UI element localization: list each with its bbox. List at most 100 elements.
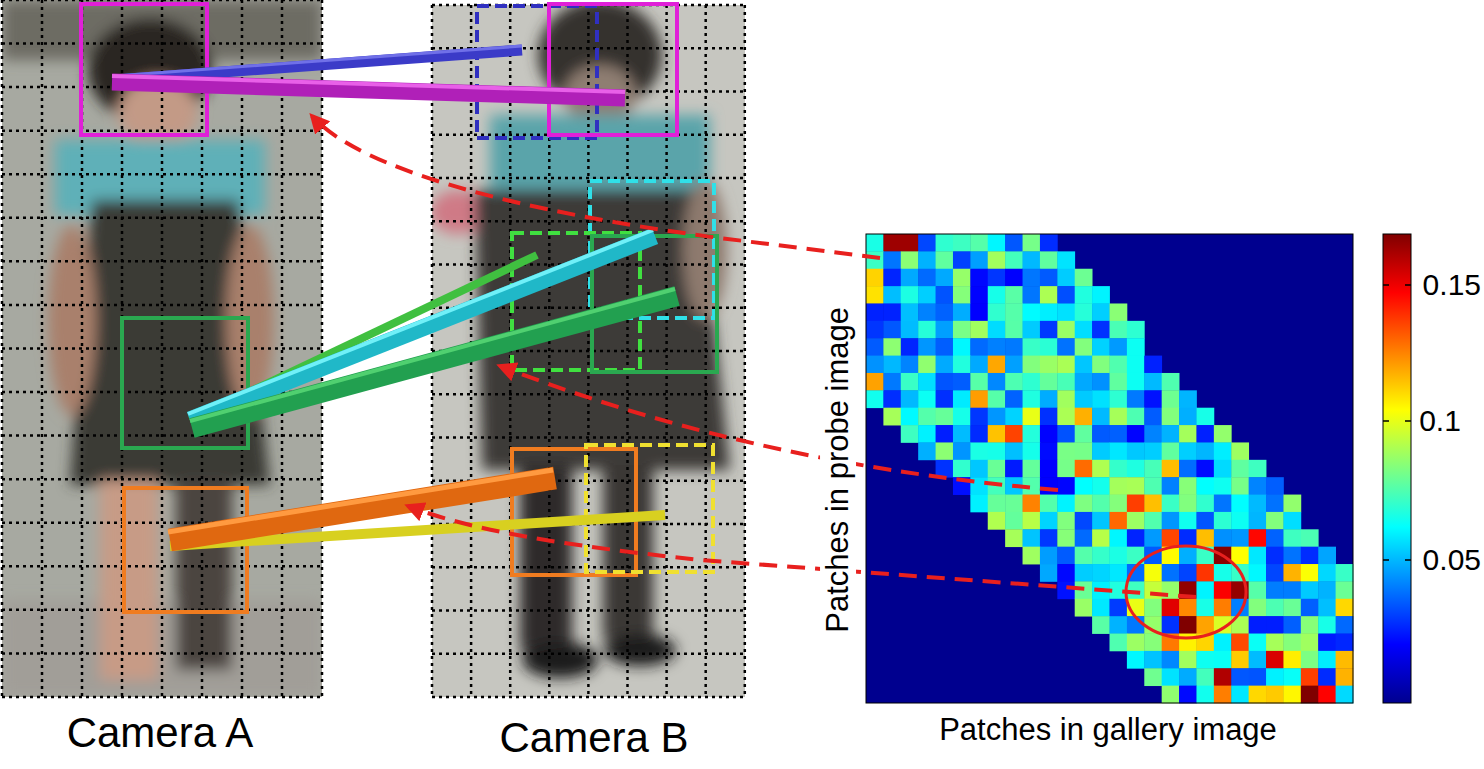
grid-line: [432, 177, 745, 180]
heat-cell: [918, 338, 936, 356]
heat-cell: [901, 269, 919, 287]
heat-cell: [1249, 495, 1267, 513]
heat-cell: [1179, 529, 1197, 547]
heat-cell: [1318, 547, 1336, 565]
heat-cell: [1318, 616, 1336, 634]
heat-cell: [1162, 686, 1180, 704]
heat-cell: [1040, 303, 1058, 321]
heat-cell: [970, 251, 988, 269]
grid-line: [161, 0, 164, 697]
heatmap-ground: [866, 234, 1353, 703]
heat-cell: [1266, 547, 1284, 565]
heat-cell: [1127, 651, 1145, 669]
heat-cell: [1196, 599, 1214, 617]
heat-cell: [1023, 269, 1041, 287]
heat-cell: [970, 373, 988, 391]
heat-cell: [1318, 686, 1336, 704]
heat-cell: [1075, 564, 1093, 582]
heat-cell: [953, 425, 971, 443]
heat-cell: [1162, 651, 1180, 669]
heat-cell: [1075, 529, 1093, 547]
heat-cell: [1144, 529, 1162, 547]
heat-cell: [866, 338, 884, 356]
heat-cell: [1110, 634, 1128, 652]
heat-cell: [953, 269, 971, 287]
heat-cell: [1110, 512, 1128, 530]
heat-cell: [988, 251, 1006, 269]
heat-cell: [970, 338, 988, 356]
heat-cell: [883, 356, 901, 374]
heat-cell: [1057, 477, 1075, 495]
heat-cell: [883, 303, 901, 321]
heat-cell: [1214, 668, 1232, 686]
heat-cell: [1110, 356, 1128, 374]
match-bars: [112, 46, 677, 546]
heat-cell: [1283, 686, 1301, 704]
heat-cell: [936, 390, 954, 408]
heat-cell: [936, 234, 954, 252]
heat-cell: [1075, 477, 1093, 495]
heat-cell: [970, 234, 988, 252]
heat-cell: [1110, 460, 1128, 478]
heat-cell: [1144, 373, 1162, 391]
heat-cell: [953, 460, 971, 478]
heat-cell: [1162, 529, 1180, 547]
heat-cell: [1040, 408, 1058, 426]
heat-cell: [1196, 529, 1214, 547]
heat-cell: [1110, 599, 1128, 617]
heat-cell: [1162, 564, 1180, 582]
heat-cell: [1179, 408, 1197, 426]
heat-cell: [1214, 425, 1232, 443]
heat-cell: [1110, 373, 1128, 391]
heat-cell: [1179, 564, 1197, 582]
tick-label: 0.05: [1423, 543, 1481, 578]
heat-cell: [1023, 356, 1041, 374]
heat-cell: [1318, 599, 1336, 617]
heat-cell: [1092, 286, 1110, 304]
heat-cell: [1231, 512, 1249, 530]
colorbar-ticks: [1383, 285, 1411, 560]
heat-cell: [1196, 651, 1214, 669]
heatmap-frame: [866, 234, 1353, 703]
heat-cell: [1005, 356, 1023, 374]
heat-cell: [1040, 495, 1058, 513]
heat-cell: [1249, 460, 1267, 478]
heat-cell: [1005, 512, 1023, 530]
heat-cell: [1249, 668, 1267, 686]
heat-cell: [866, 356, 884, 374]
heat-cell: [1075, 356, 1093, 374]
heat-cell: [1162, 599, 1180, 617]
heat-cell: [1023, 512, 1041, 530]
heat-cell: [1162, 425, 1180, 443]
heat-cell: [866, 251, 884, 269]
heat-cell: [1005, 442, 1023, 460]
heat-cell: [1144, 651, 1162, 669]
heat-cell: [866, 390, 884, 408]
heat-cell: [1301, 547, 1319, 565]
heat-cell: [1057, 338, 1075, 356]
camera-label: Camera B: [499, 714, 688, 762]
heat-cell: [1040, 373, 1058, 391]
heat-cell: [1110, 529, 1128, 547]
heat-cell: [1249, 581, 1267, 599]
heat-cell: [866, 269, 884, 287]
heat-cell: [1231, 651, 1249, 669]
heat-cell: [953, 338, 971, 356]
heat-cell: [1127, 477, 1145, 495]
heat-cell: [1144, 460, 1162, 478]
heat-cell: [1005, 234, 1023, 252]
heat-cell: [936, 251, 954, 269]
grid-line: [41, 0, 44, 697]
grid-line: [2, 565, 322, 568]
grid-line: [2, 42, 322, 45]
heat-cell: [1023, 373, 1041, 391]
heat-cell: [918, 373, 936, 391]
heat-cell: [953, 356, 971, 374]
heat-cell: [1336, 564, 1354, 582]
heat-cell: [1092, 564, 1110, 582]
heat-cell: [1092, 338, 1110, 356]
heat-cell: [1110, 564, 1128, 582]
heat-cell: [918, 425, 936, 443]
heat-cell: [988, 442, 1006, 460]
heat-cell: [901, 373, 919, 391]
